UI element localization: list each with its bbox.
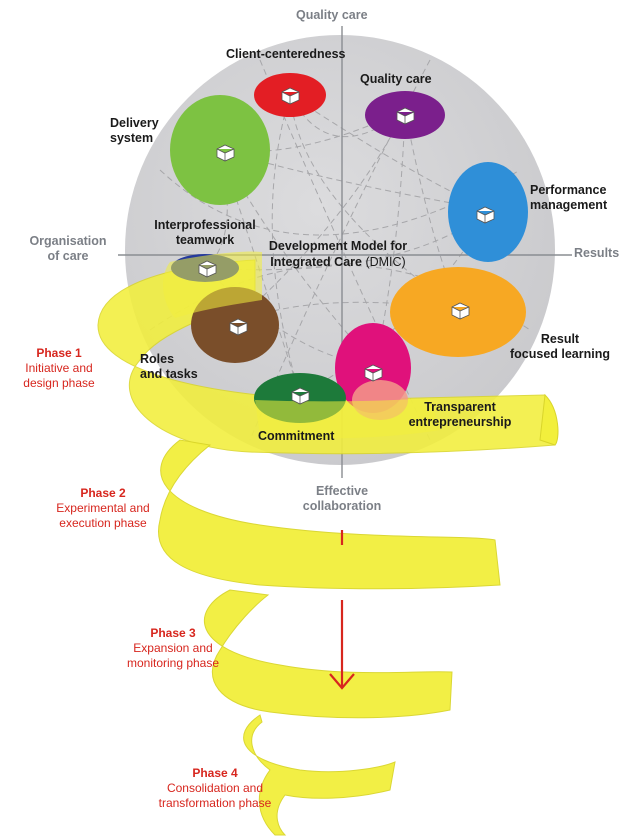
phase-4: Phase 4 Consolidation and transformation… <box>140 766 290 811</box>
cluster-delivery <box>170 95 270 205</box>
label-commitment: Commitment <box>258 429 335 443</box>
phase-3-desc: Expansion and monitoring phase <box>126 641 220 670</box>
spiral-front <box>163 251 440 439</box>
box-icon <box>291 387 310 405</box>
phase-2: Phase 2 Experimental and execution phase <box>28 486 178 531</box>
phase-4-title: Phase 4 <box>192 766 238 780</box>
box-icon <box>476 206 495 224</box>
box-icon <box>396 107 415 125</box>
box-icon <box>281 87 300 105</box>
progress-arrow <box>329 530 355 690</box>
phase-4-desc: Consolidation and transformation phase <box>158 781 272 810</box>
box-icon <box>229 318 248 336</box>
label-performance-management: Performance management <box>530 183 608 212</box>
phase-2-desc: Experimental and execution phase <box>56 501 150 530</box>
phase-2-title: Phase 2 <box>80 486 126 500</box>
center-title-line2: Integrated Care <box>270 255 362 269</box>
label-delivery-system: Delivery system <box>110 116 159 145</box>
cube-icons <box>198 87 495 405</box>
phase-3: Phase 3 Expansion and monitoring phase <box>98 626 248 671</box>
phase-3-title: Phase 3 <box>150 626 196 640</box>
box-icon <box>198 260 217 278</box>
label-roles-and-tasks: Roles and tasks <box>140 352 198 381</box>
box-icon <box>364 364 383 382</box>
label-transparent-entrepreneurship: Transparent entrepreneurship <box>408 400 512 429</box>
center-title: Development Model for Integrated Care (D… <box>228 238 448 270</box>
phase-1-title: Phase 1 <box>36 346 82 360</box>
phase-1-desc: Initiative and design phase <box>23 361 95 390</box>
axis-label-bottom: Effective collaboration <box>302 484 382 513</box>
cluster-quality <box>365 91 445 139</box>
label-result-focused-learning: Result focused learning <box>509 332 611 361</box>
box-icon <box>216 144 235 162</box>
axis-label-top: Quality care <box>296 8 368 22</box>
center-title-line1: Development Model for <box>268 239 408 253</box>
center-title-abbr: (DMIC) <box>365 255 406 269</box>
axis-label-left: Organisation of care <box>29 234 107 263</box>
axis-label-right: Results <box>574 246 620 260</box>
label-quality-care: Quality care <box>360 72 432 86</box>
cluster-performance <box>448 162 528 262</box>
box-icon <box>451 302 470 320</box>
label-client-centeredness: Client-centeredness <box>226 47 346 61</box>
cluster-client <box>254 73 326 117</box>
phase-1: Phase 1 Initiative and design phase <box>0 346 134 391</box>
label-interprofessional-teamwork: Interprofessional teamwork <box>154 218 256 247</box>
